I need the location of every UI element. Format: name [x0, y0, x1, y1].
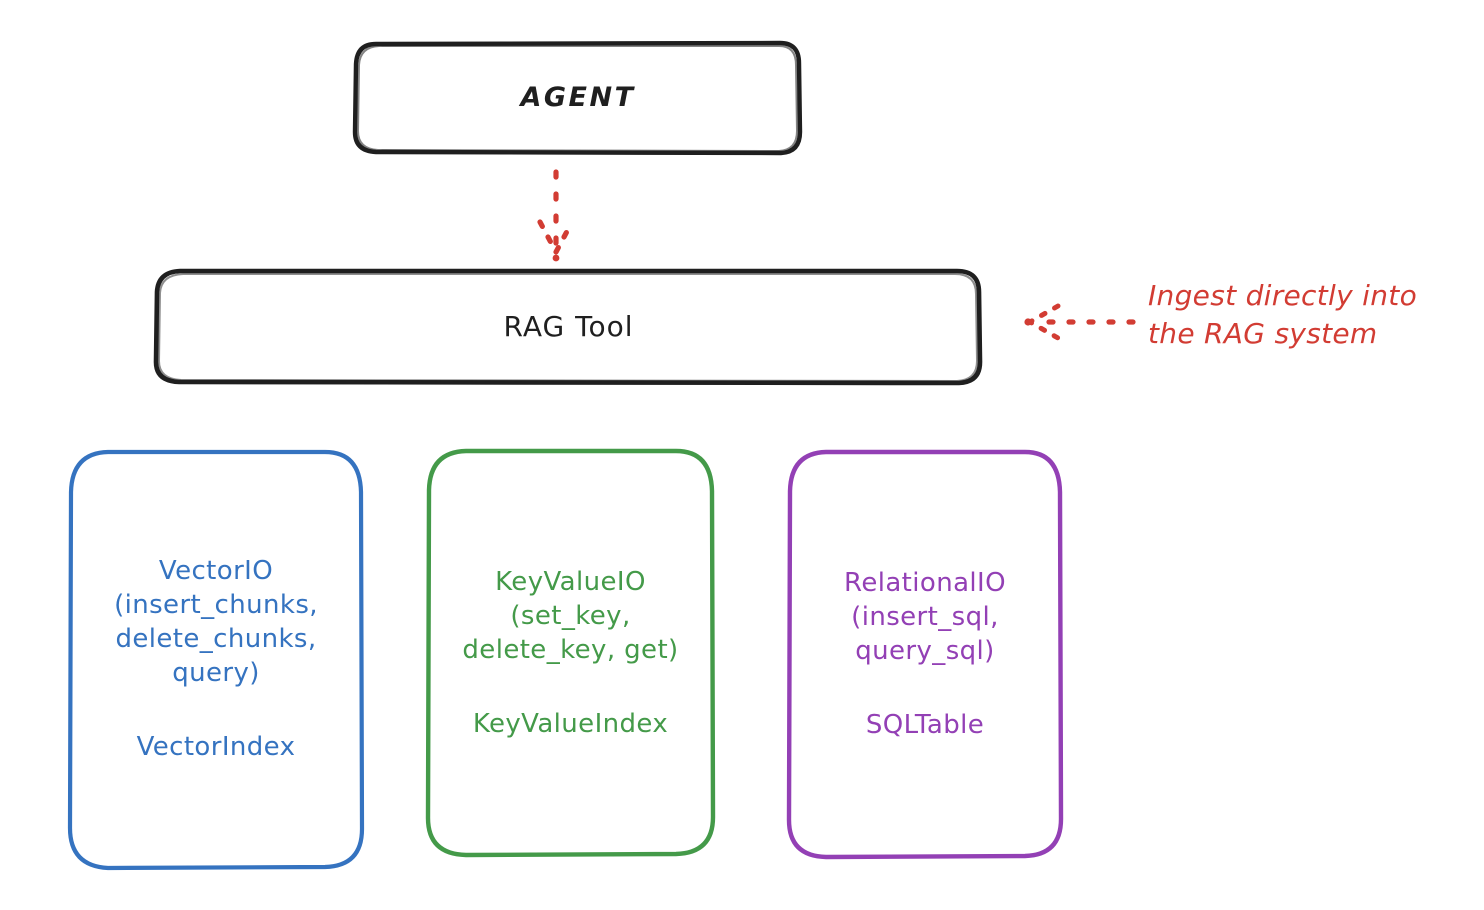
key-value-io-signature: KeyValueIO (set_key, delete_key, get)	[462, 566, 679, 665]
rag-tool-label: RAG Tool	[503, 310, 634, 343]
relational-io-box-outline	[786, 449, 1064, 860]
agent-label: AGENT	[520, 82, 636, 113]
ingest-annotation: Ingest directly into the RAG system	[1148, 279, 1418, 350]
key-value-io-box-outline	[425, 448, 716, 858]
agent-to-rag-tool-connector	[537, 169, 575, 262]
rag-tool-node[interactable]: RAG Tool	[156, 270, 981, 383]
agent-box-outline	[352, 40, 803, 156]
relational-io-node[interactable]: RelationalIO (insert_sql, query_sql) SQL…	[789, 450, 1061, 857]
rag-tool-box-outline	[153, 268, 983, 386]
key-value-io-node[interactable]: KeyValueIO (set_key, delete_key, get) Ke…	[428, 450, 713, 855]
agent-node[interactable]: AGENT	[355, 42, 801, 153]
key-value-index-label: KeyValueIndex	[472, 708, 669, 739]
vector-io-box-outline	[67, 449, 365, 871]
vector-index-label: VectorIndex	[136, 732, 296, 762]
ingest-to-rag-tool-connector	[1024, 303, 1136, 341]
relational-io-signature: RelationalIO (insert_sql, query_sql)	[844, 567, 1006, 666]
vector-io-node[interactable]: VectorIO (insert_chunks, delete_chunks, …	[70, 450, 362, 868]
sql-table-label: SQLTable	[865, 709, 985, 740]
vector-io-signature: VectorIO (insert_chunks, delete_chunks, …	[114, 556, 318, 688]
